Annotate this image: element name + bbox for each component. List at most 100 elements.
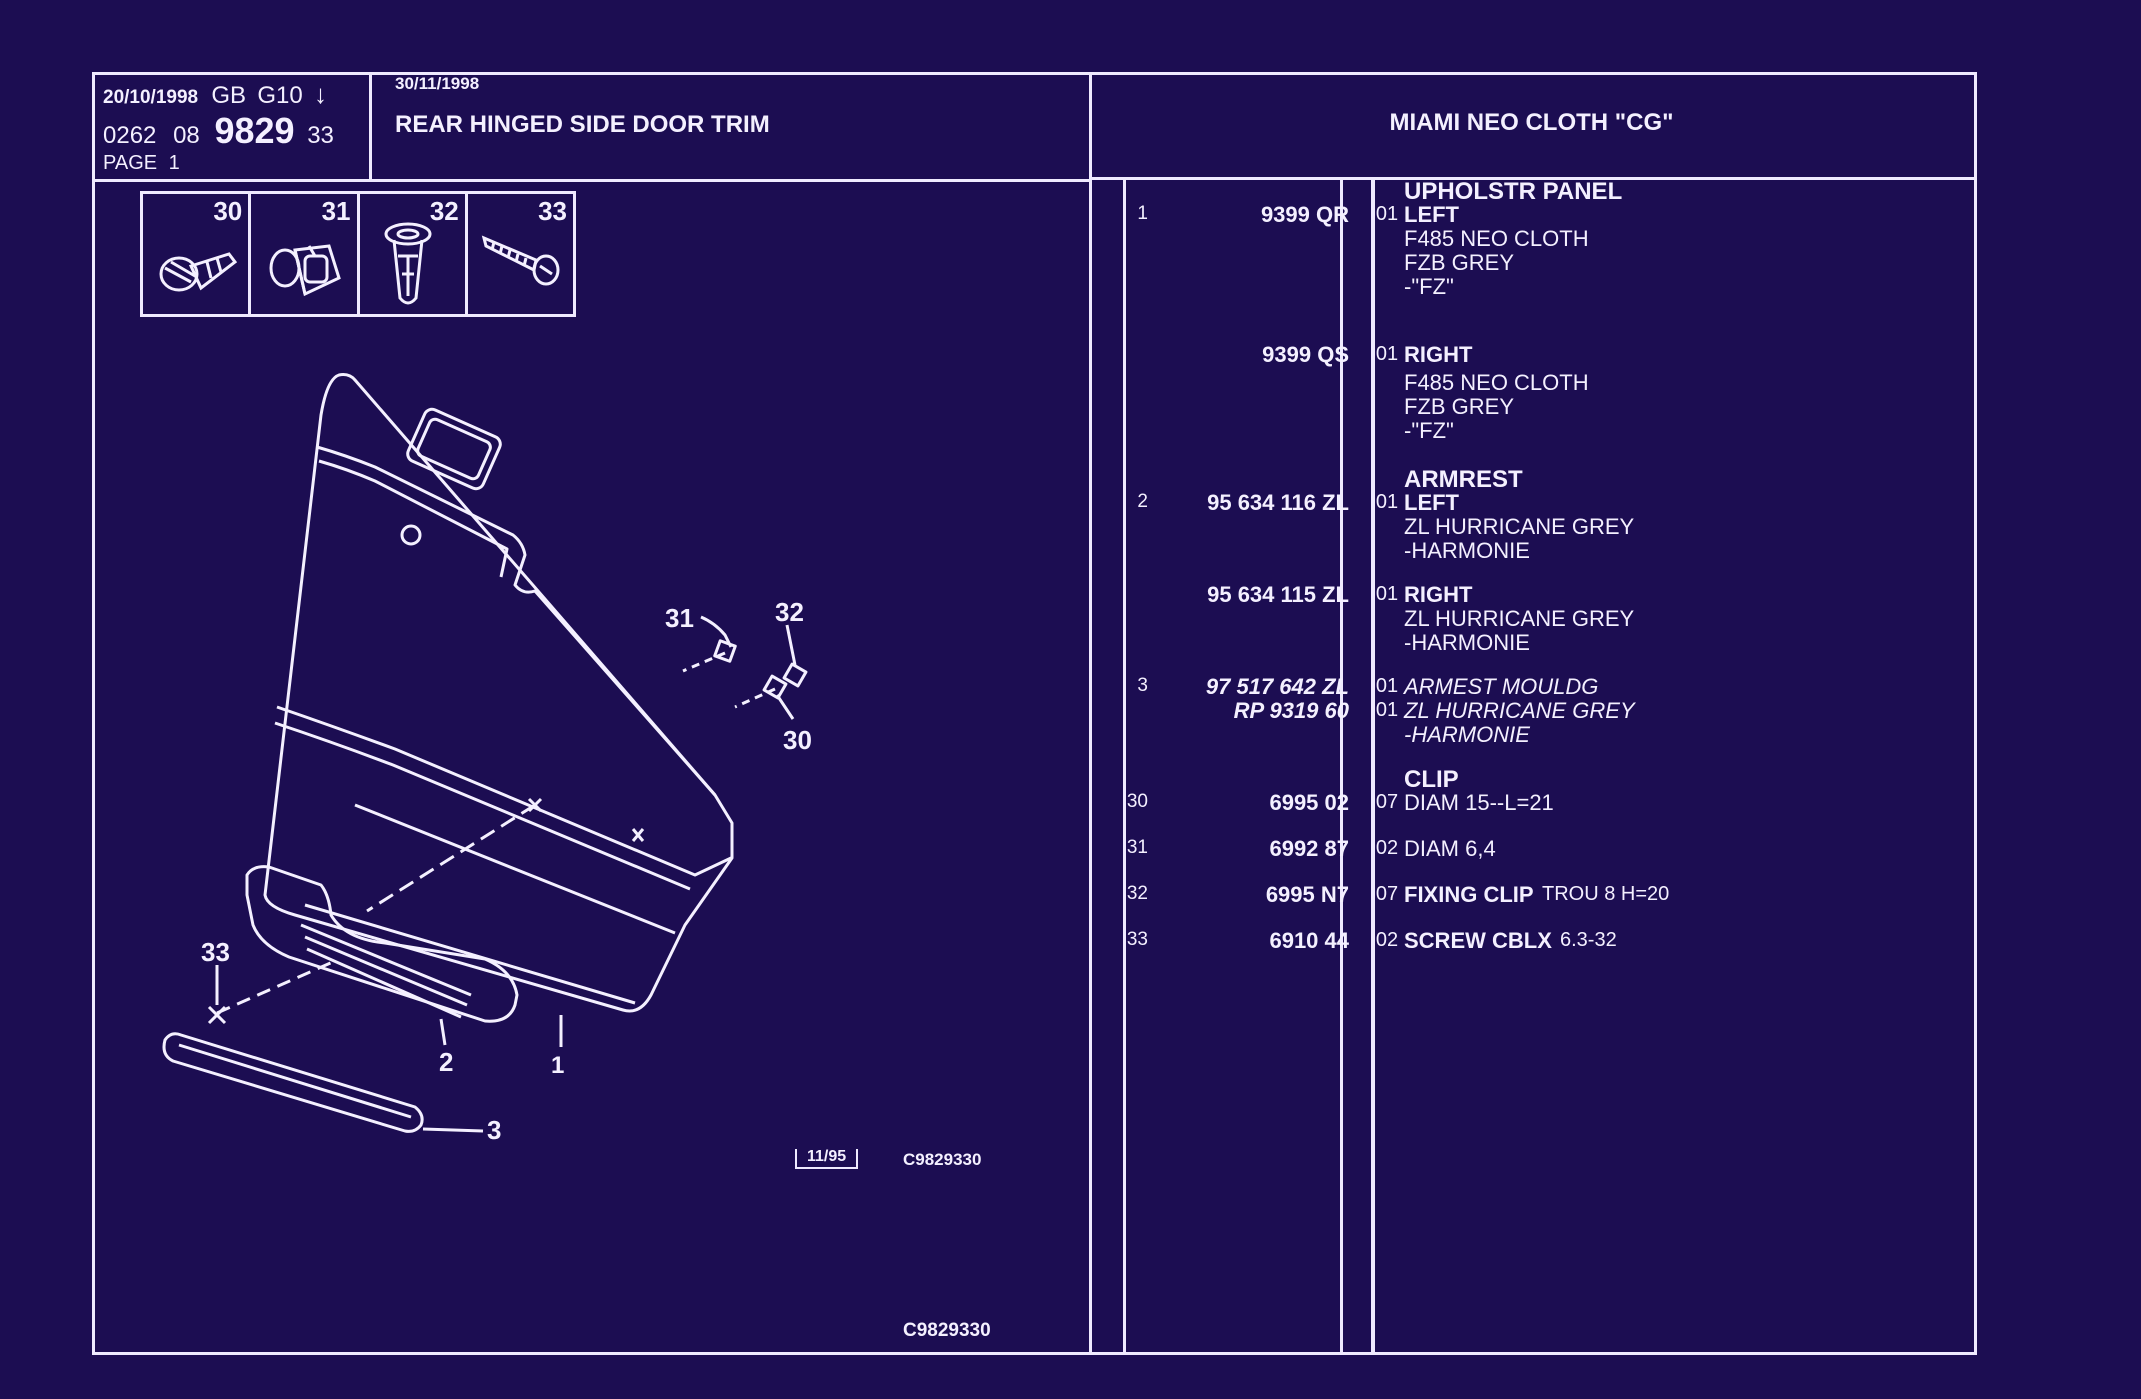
part-reference: 6910 44 (1269, 928, 1349, 953)
parts-table-row: F485 NEO CLOTH (1120, 228, 1977, 252)
part-description: FIXING CLIP (1404, 882, 1534, 907)
part-description: F485 NEO CLOTH (1404, 370, 1589, 395)
arrow-down-icon: ↓ (314, 79, 327, 109)
part-quantity: 02 (1375, 929, 1399, 951)
armrest-outline (245, 865, 519, 1023)
part-description: LEFT (1404, 490, 1459, 515)
header-date: 20/10/1998 (103, 87, 199, 108)
callout-leader-32 (785, 624, 797, 666)
part-quantity: 01 (1375, 583, 1399, 605)
callout-1: 1 (551, 1052, 564, 1079)
header-page-label: PAGE (103, 152, 158, 174)
door-panel-outline (263, 373, 734, 1013)
header-reference-line: 0262 08 9829 33 (103, 113, 334, 149)
column-rule-qty-left (1371, 177, 1374, 1352)
part-description: -"FZ" (1404, 274, 1454, 299)
parts-table-row: -"FZ" (1120, 420, 1977, 444)
part-quantity: 07 (1375, 883, 1399, 905)
column-rule-item (1123, 177, 1126, 1352)
part-description-detail: TROU 8 H=20 (1542, 883, 1670, 905)
parts-table-row: CLIP (1120, 768, 1977, 792)
stamp-code: C9829330 (903, 1150, 982, 1169)
door-panel-upper-moulding (316, 445, 717, 796)
parts-table-row: ZL HURRICANE GREY (1120, 608, 1977, 632)
column-rule-ref (1340, 177, 1343, 1352)
part-description-detail: 6.3-32 (1560, 929, 1617, 951)
part-reference: 9399 QR (1260, 202, 1349, 227)
thumbnail-31: 31 (251, 194, 360, 314)
parts-table-row: ARMREST (1120, 468, 1977, 492)
parts-table-row: ZL HURRICANE GREY (1120, 516, 1977, 540)
drawing-code: C9829330 (903, 1320, 991, 1341)
part-description: UPHOLSTR PANEL (1404, 178, 1623, 205)
parts-catalogue-sheet: 20/10/1998 GB G10 ↓ 0262 08 9829 33 PAGE… (92, 72, 1977, 1355)
part-quantity: 01 (1375, 675, 1399, 697)
clip-icon (269, 244, 342, 297)
part-quantity: 01 (1375, 491, 1399, 513)
part-item-number: 30 (1126, 791, 1148, 812)
callout-3: 3 (487, 1115, 501, 1145)
parts-table-row: FZB GREY (1120, 252, 1977, 276)
page-title: REAR HINGED SIDE DOOR TRIM (395, 111, 770, 138)
part-reference: 6995 N7 (1265, 882, 1349, 907)
header-region: GB (211, 82, 247, 109)
part-item-number: 31 (1126, 837, 1148, 858)
part-description: ZL HURRICANE GREY (1404, 514, 1635, 539)
part-item-number: 2 (1137, 491, 1148, 512)
header-page-number: 1 (168, 152, 180, 174)
callout-leader-3 (422, 1127, 484, 1133)
thumbnail-number: 31 (321, 196, 351, 226)
part-reference: 6995 02 (1269, 790, 1349, 815)
header-ref-group: 08 (173, 122, 200, 149)
part-reference: 6992 87 (1269, 836, 1349, 861)
parts-table-row: FZB GREY (1120, 396, 1977, 420)
part-quantity: 01 (1375, 203, 1399, 225)
part-reference: 9399 QS (1262, 342, 1349, 367)
callout-leader-30 (775, 694, 795, 720)
door-pull-recess (406, 407, 502, 491)
door-panel-hole (400, 524, 422, 546)
armest-moulding (162, 1032, 424, 1133)
divider-header-left (95, 179, 1089, 182)
part-description: ARMREST (1404, 466, 1523, 493)
thumbnail-33: 33 (468, 194, 573, 314)
part-description: SCREW CBLX (1404, 928, 1552, 953)
part-quantity: 01 (1375, 343, 1399, 365)
callout-30: 30 (783, 725, 812, 755)
part-item-number: 33 (1126, 929, 1148, 950)
part-description: RIGHT (1404, 342, 1473, 367)
column-rule-qty-right (1373, 177, 1375, 1352)
part-description: -HARMONIE (1404, 722, 1530, 747)
part-description: FZB GREY (1404, 250, 1515, 275)
thumbnail-32: 32 (360, 194, 468, 314)
part-item-number: 1 (1137, 203, 1148, 224)
stamp-date: 11/95 (795, 1149, 859, 1169)
door-panel-mid-crease (276, 705, 732, 877)
callout-32: 32 (775, 597, 804, 627)
dashed-axis-screw (216, 959, 336, 1015)
divider-header-ref (369, 75, 372, 179)
part-item-number: 32 (1126, 883, 1148, 904)
part-description: DIAM 6,4 (1404, 836, 1496, 861)
part-reference: RP 9319 60 (1233, 698, 1349, 723)
door-trim-exploded-drawing: 31 32 30 33 1 2 3 (162, 373, 812, 1145)
part-quantity: 01 (1375, 699, 1399, 721)
callout-2: 2 (439, 1047, 453, 1077)
parts-table-row: -"FZ" (1120, 276, 1977, 300)
header-page-line: PAGE 1 (103, 153, 180, 173)
part-quantity: 02 (1375, 837, 1399, 859)
part-description: F485 NEO CLOTH (1404, 226, 1589, 251)
header-ref-prefix: 0262 (103, 122, 157, 149)
parts-table-row: -HARMONIE (1120, 632, 1977, 656)
part-reference: 95 634 115 ZL (1207, 582, 1349, 607)
trim-title: MIAMI NEO CLOTH "CG" (1389, 109, 1674, 136)
